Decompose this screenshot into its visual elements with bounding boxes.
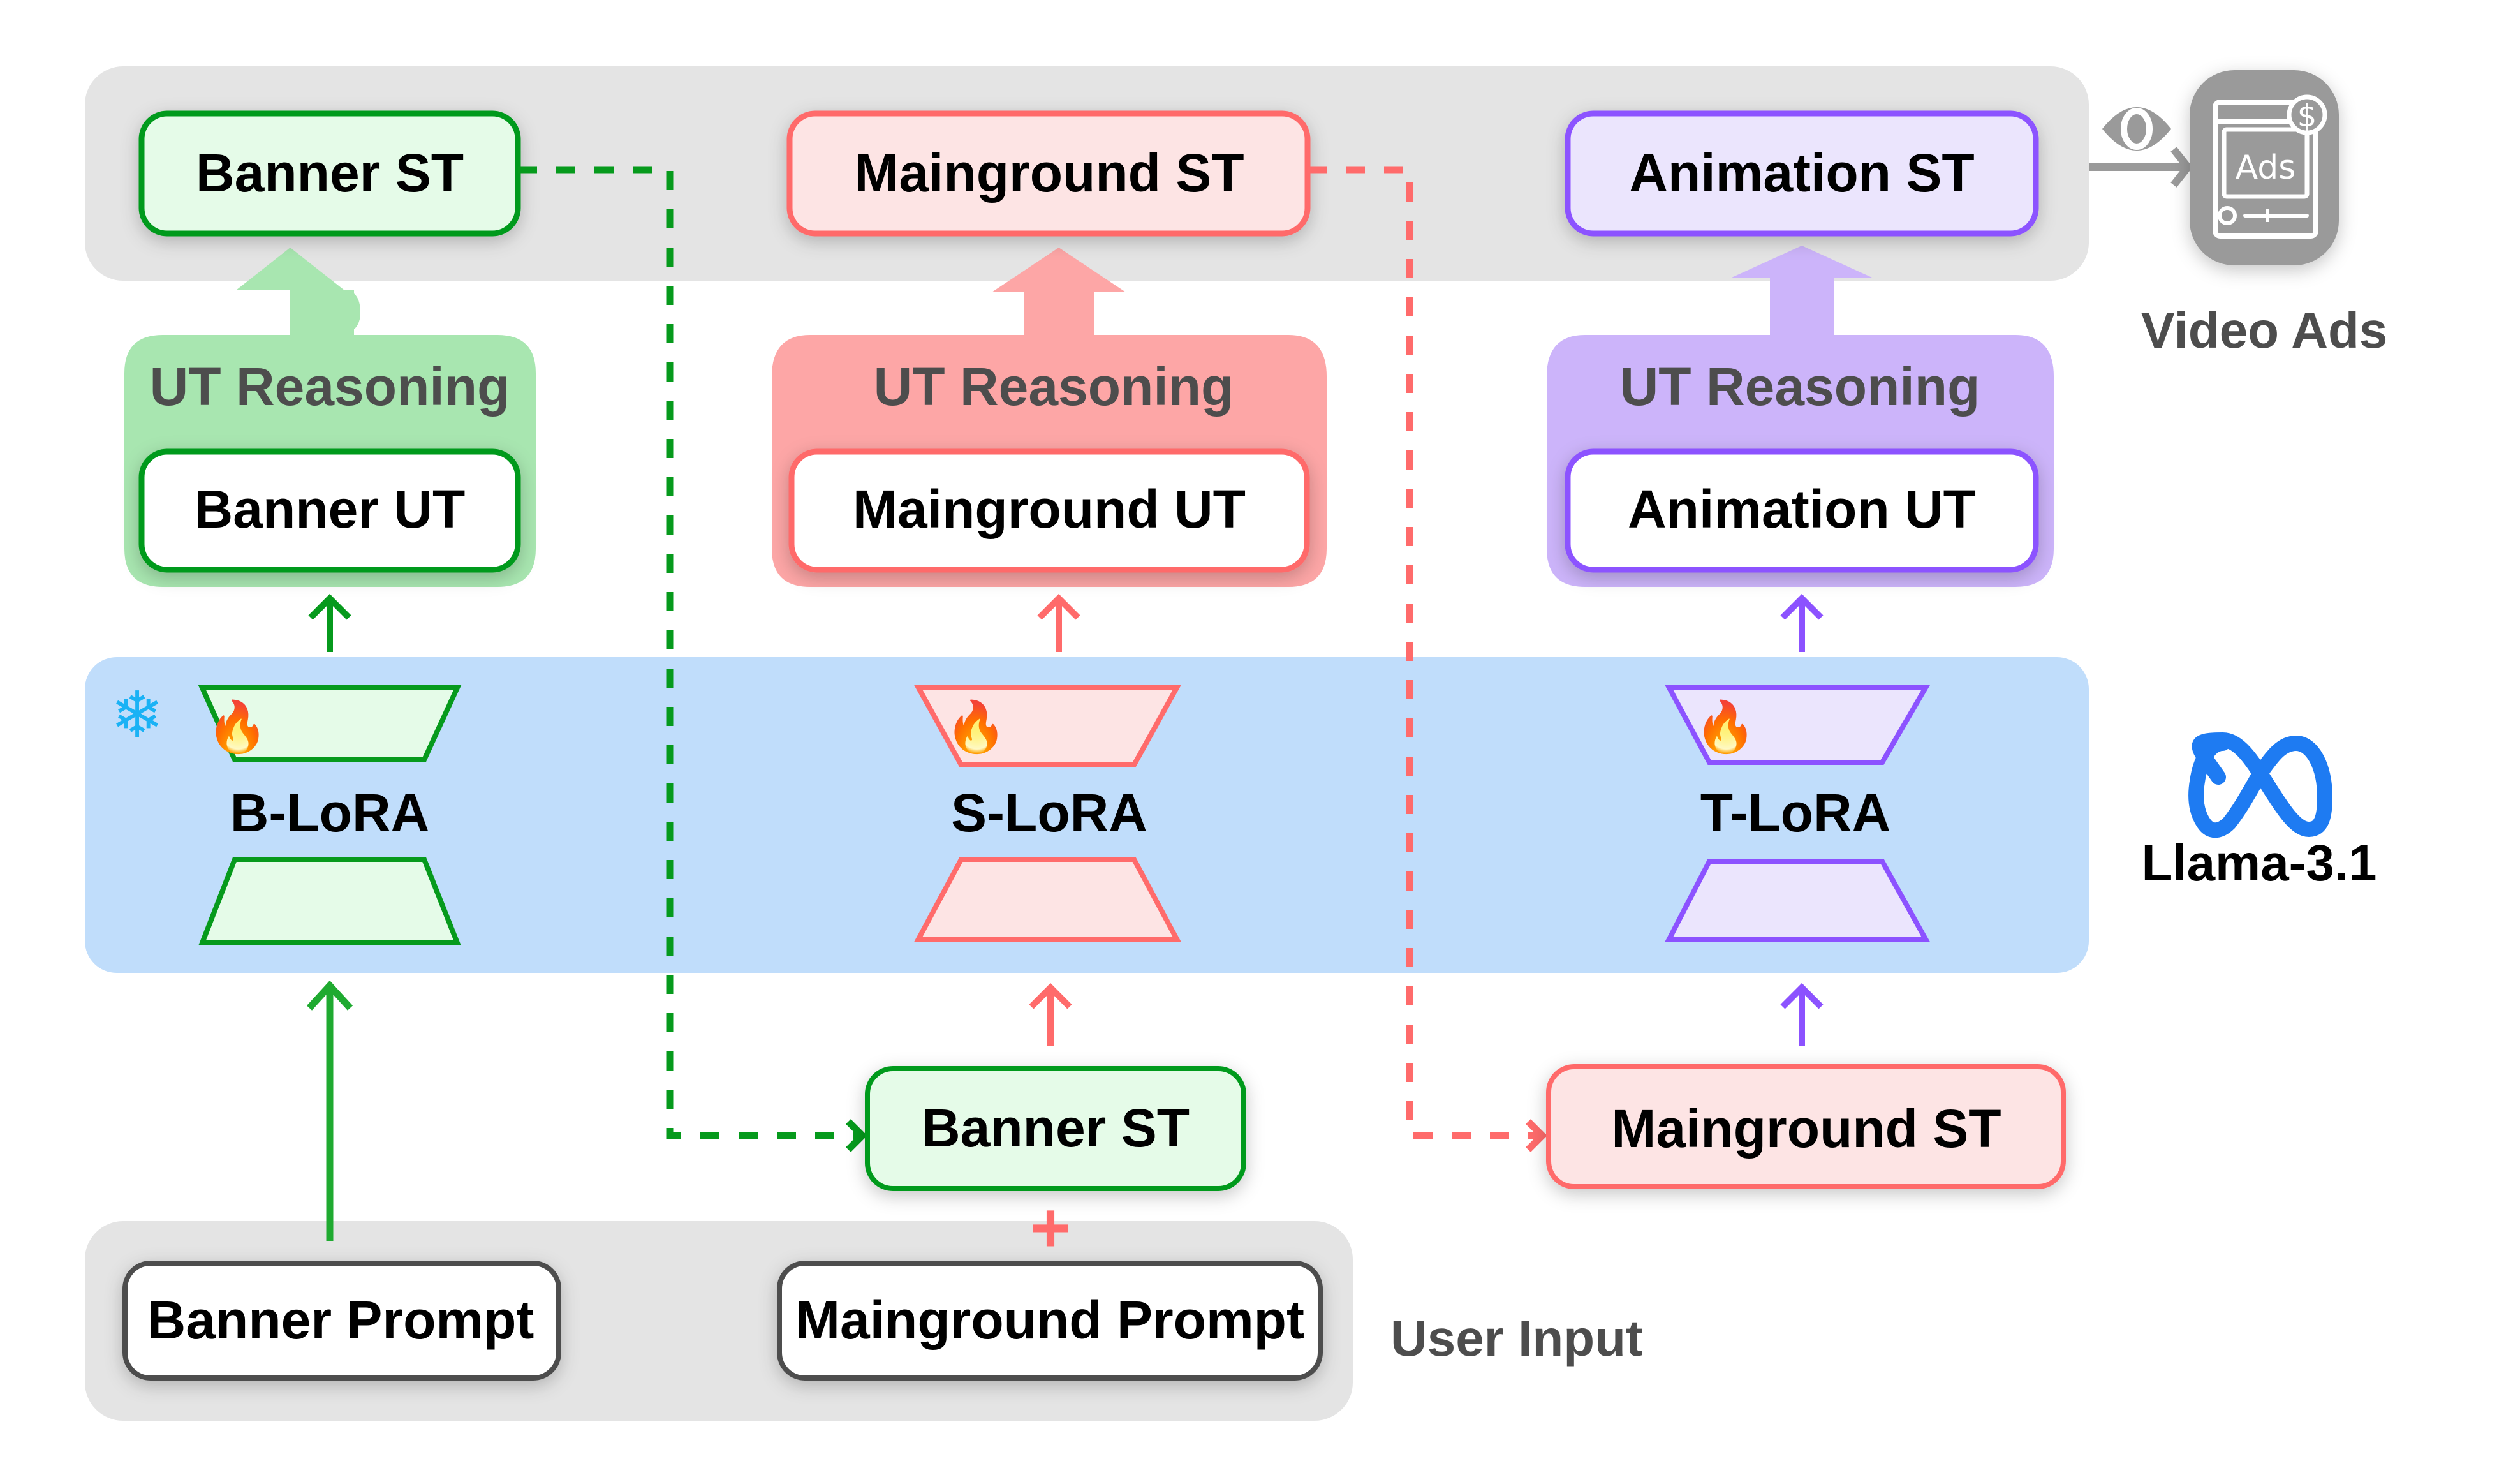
llama-model-label: Llama-3.1 xyxy=(2141,834,2376,891)
mainground-prompt-box[interactable] xyxy=(777,1261,1323,1381)
banner-prompt-label: Banner Prompt xyxy=(147,1290,534,1350)
banner-reasoning-title: UT Reasoning xyxy=(150,357,510,417)
mainground-reasoning-block: UT Reasoning Mainground UT xyxy=(772,248,1327,587)
video-ads-label: Video Ads xyxy=(2141,302,2388,359)
slora-to-mainground-ut-arrow xyxy=(1037,593,1080,652)
banner-st-feed-dashed-arrow xyxy=(518,166,867,1152)
t-lora-down-projection xyxy=(1665,859,1930,942)
video-ads-icon[interactable]: Ads $ xyxy=(2190,70,2339,265)
blora-to-banner-ut-arrow xyxy=(308,593,351,652)
dollar-icon: $ xyxy=(2297,98,2317,134)
s-lora-module: 🔥 S-LoRA xyxy=(914,685,1181,942)
ads-icon-text: Ads xyxy=(2236,149,2296,187)
banner-st-input-label: Banner ST xyxy=(922,1098,1190,1158)
animation-ut-box[interactable] xyxy=(1565,448,2039,573)
inputs-to-slora-arrow xyxy=(1029,982,1072,1046)
b-lora-module: 🔥 B-LoRA xyxy=(198,685,462,945)
mainground-ut-label: Mainground UT xyxy=(853,479,1246,539)
fire-icon: 🔥 xyxy=(206,699,268,756)
mainground-st-to-tlora-arrow xyxy=(1780,982,1824,1046)
banner-ut-box[interactable] xyxy=(138,448,521,573)
combine-plus-sign: + xyxy=(1030,1189,1071,1267)
eye-icon xyxy=(2102,107,2171,151)
t-lora-up-projection xyxy=(1665,685,1930,765)
mainground-st-output-box[interactable] xyxy=(786,110,1311,237)
b-lora-up-projection xyxy=(198,685,462,762)
mainground-st-input-box[interactable] xyxy=(1546,1064,2066,1189)
s-lora-up-projection xyxy=(914,685,1181,767)
banner-st-input-box[interactable] xyxy=(865,1066,1246,1191)
banner-prompt-to-blora-arrow xyxy=(306,980,353,1241)
llama-backbone-panel xyxy=(85,657,2089,973)
banner-reasoning-block: UT Reasoning Banner UT xyxy=(124,248,536,587)
animation-ut-label: Animation UT xyxy=(1628,479,1976,539)
banner-st-output-box[interactable] xyxy=(138,110,521,237)
s-lora-label: S-LoRA xyxy=(951,783,1147,843)
mainground-ut-box[interactable] xyxy=(788,448,1310,573)
animation-reasoning-block: UT Reasoning Animation UT xyxy=(1547,246,2054,587)
s-lora-down-projection xyxy=(914,857,1181,942)
fire-icon: 🔥 xyxy=(945,699,1006,756)
banner-prompt-box[interactable] xyxy=(122,1261,561,1381)
user-input-label: User Input xyxy=(1390,1310,1643,1367)
t-lora-label: T-LoRA xyxy=(1700,783,1891,843)
animation-st-output-box[interactable] xyxy=(1565,110,2039,237)
animation-st-output-label: Animation ST xyxy=(1629,143,1974,203)
mainground-st-feed-dashed-arrow xyxy=(1308,166,1547,1152)
banner-ut-label: Banner UT xyxy=(195,479,466,539)
mainground-st-input-label: Mainground ST xyxy=(1611,1099,2001,1159)
mainground-reasoning-title: UT Reasoning xyxy=(874,357,1234,417)
tlora-to-animation-ut-arrow xyxy=(1780,593,1824,652)
to-video-ads-arrow xyxy=(2089,147,2193,188)
animation-reasoning-title: UT Reasoning xyxy=(1620,357,1980,417)
snowflake-icon: ❄ xyxy=(110,678,164,752)
meta-logo-icon xyxy=(2188,732,2333,838)
fire-icon: 🔥 xyxy=(1694,699,1756,756)
b-lora-down-projection xyxy=(198,857,461,945)
mainground-prompt-label: Mainground Prompt xyxy=(795,1290,1304,1350)
b-lora-label: B-LoRA xyxy=(230,783,430,843)
mainground-st-output-label: Mainground ST xyxy=(854,143,1244,203)
banner-st-output-label: Banner ST xyxy=(196,143,464,203)
t-lora-module: 🔥 T-LoRA xyxy=(1665,685,1930,942)
